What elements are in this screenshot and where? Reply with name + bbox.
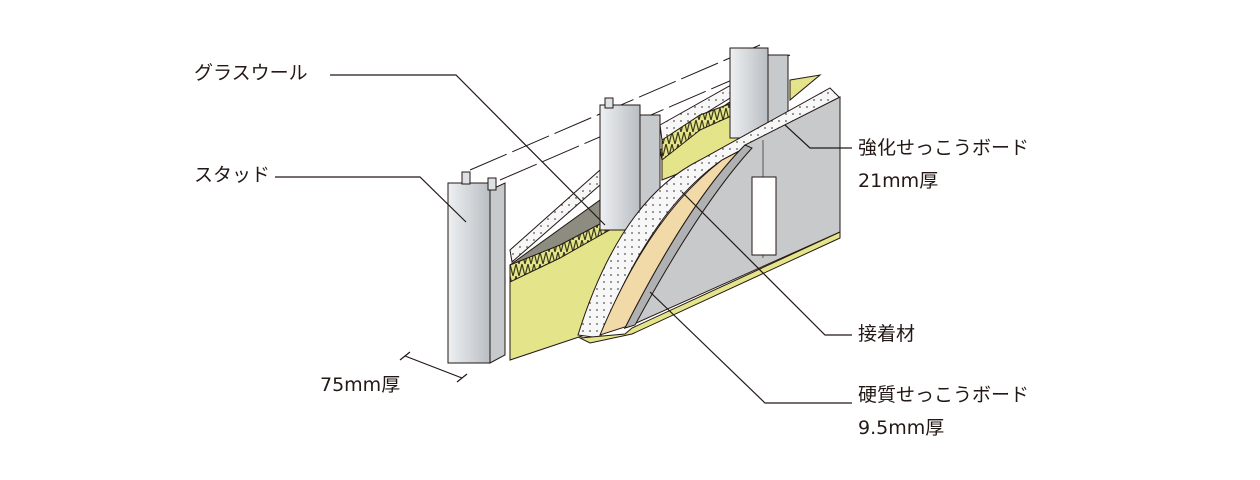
stud-back xyxy=(729,47,769,139)
board-bottom-edge xyxy=(578,231,841,344)
hard-gypsum-board-edge xyxy=(624,144,753,329)
label-stud: スタッド xyxy=(194,164,271,186)
stud-middle-lip xyxy=(604,97,614,109)
label-reinforced-board: 強化せっこうボード xyxy=(858,137,1030,159)
dimension-75mm xyxy=(399,351,468,383)
stud-front-lip xyxy=(461,171,471,185)
label-adhesive: 接着材 xyxy=(858,323,916,345)
leader-glass-wool xyxy=(330,74,606,226)
stud-front-side xyxy=(489,182,506,364)
label-hard-board: 硬質せっこうボード xyxy=(858,384,1030,406)
board-cutout xyxy=(751,176,777,256)
leader-adhesive xyxy=(681,191,852,336)
label-reinforced-board-thickness: 21mm厚 xyxy=(858,170,939,192)
leader-reinforced-board xyxy=(784,124,852,149)
label-stud-thickness: 75mm厚 xyxy=(320,374,401,396)
glass-wool xyxy=(789,74,822,102)
label-glass-wool: グラスウール xyxy=(194,62,308,84)
leader-stud xyxy=(275,176,467,223)
leader-hard-board xyxy=(649,291,852,404)
label-hard-board-thickness: 9.5mm厚 xyxy=(858,417,945,439)
stud-front-lip xyxy=(487,177,497,191)
stud-middle xyxy=(599,104,641,231)
